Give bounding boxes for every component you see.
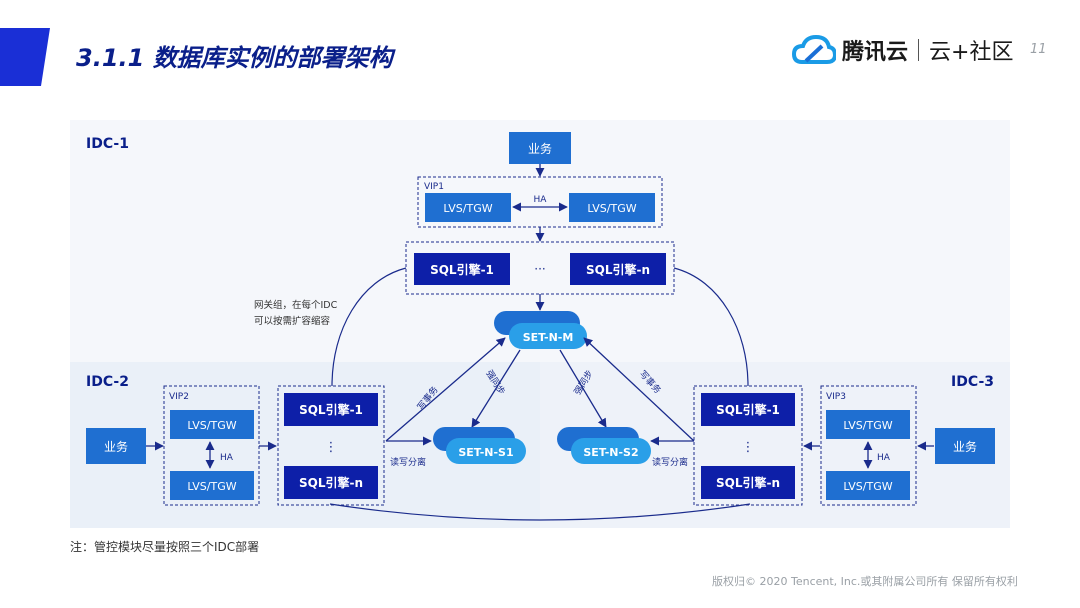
sql-box-top-1 xyxy=(414,253,510,285)
sql-label-right-1: SQL引擎-1 xyxy=(716,402,780,417)
arrow-master-to-s1 xyxy=(471,349,521,428)
arrow-right-write-txn xyxy=(583,337,695,442)
vip1-label: VIP1 xyxy=(424,182,444,192)
curve-top-to-left xyxy=(331,267,407,387)
gateway-note-line2: 可以按需扩容缩容 xyxy=(254,315,331,327)
lvs-label-right-top: LVS/TGW xyxy=(843,419,892,432)
business-box-left xyxy=(86,428,146,464)
set-master-label: SET-N-M xyxy=(523,331,574,344)
sql-box-left-n xyxy=(284,466,378,499)
lvs-box-left-bottom xyxy=(170,471,254,500)
set-s1-cloud xyxy=(446,438,526,464)
page-number: 11 xyxy=(1030,42,1047,57)
brand-sub: 云+社区 xyxy=(929,40,1014,65)
lvs-box-right-top xyxy=(826,410,910,439)
page-title: 3.1.1 数据库实例的部署架构 xyxy=(76,44,393,72)
lvs-label-left-top: LVS/TGW xyxy=(187,419,236,432)
sql-box-right-n xyxy=(701,466,795,499)
sql-label-left-1: SQL引擎-1 xyxy=(299,402,363,417)
vip2-label: VIP2 xyxy=(169,392,189,402)
sql-box-right-1 xyxy=(701,393,795,426)
idc2-label: IDC-2 xyxy=(86,374,129,390)
rw-split-label-left: 读写分离 xyxy=(390,456,426,468)
lvs-label-top-right: LVS/TGW xyxy=(587,202,636,215)
brand-logo: 腾讯云 云+社区 xyxy=(792,30,1013,70)
lvs-box-left-top xyxy=(170,410,254,439)
sql-ellipsis-right: ⋮ xyxy=(742,440,755,455)
sql-box-top-n xyxy=(570,253,666,285)
idc3-label: IDC-3 xyxy=(951,374,994,390)
arrow-left-write-txn xyxy=(385,337,506,442)
gateway-note-line1: 网关组，在每个IDC xyxy=(254,299,338,311)
copyright: 版权归© 2020 Tencent, Inc.或其附属公司所有 保留所有权利 xyxy=(712,575,1018,588)
ha-label-top: HA xyxy=(534,195,548,205)
title-accent-bar xyxy=(0,28,50,86)
business-box-right xyxy=(935,428,995,464)
rw-split-label-right: 读写分离 xyxy=(652,456,688,468)
vip3-label: VIP3 xyxy=(826,392,846,402)
footnote: 注：管控模块尽量按照三个IDC部署 xyxy=(70,540,260,554)
sql-group-right xyxy=(693,385,803,506)
arrow-master-to-s2 xyxy=(559,349,607,428)
lvs-box-top-left xyxy=(425,193,511,222)
ha-label-right: HA xyxy=(877,453,891,463)
lvs-label-left-bottom: LVS/TGW xyxy=(187,480,236,493)
curve-top-to-right xyxy=(673,267,749,387)
sql-box-left-1 xyxy=(284,393,378,426)
ha-label-left: HA xyxy=(220,453,234,463)
set-master-cloud xyxy=(509,323,587,349)
lvs-label-top-left: LVS/TGW xyxy=(443,202,492,215)
set-s1-label: SET-N-S1 xyxy=(458,446,513,459)
sql-label-top-n: SQL引擎-n xyxy=(586,262,650,277)
sql-label-top-1: SQL引擎-1 xyxy=(430,262,494,277)
business-label-top: 业务 xyxy=(528,141,552,156)
lvs-box-top-right xyxy=(569,193,655,222)
sql-ellipsis-left: ⋮ xyxy=(325,440,338,455)
lvs-label-right-bottom: LVS/TGW xyxy=(843,480,892,493)
business-label-left: 业务 xyxy=(104,439,128,454)
sql-label-right-n: SQL引擎-n xyxy=(716,475,780,490)
sql-ellipsis-top: ··· xyxy=(534,262,545,276)
brand-divider xyxy=(918,39,920,61)
business-box-top xyxy=(509,132,571,164)
brand-name: 腾讯云 xyxy=(842,40,909,65)
cloud-logo-icon xyxy=(792,34,836,64)
set-s2-cloud xyxy=(571,438,651,464)
idc1-label: IDC-1 xyxy=(86,136,129,152)
vip3-group xyxy=(820,385,917,506)
vip2-group xyxy=(163,385,260,506)
lvs-box-right-bottom xyxy=(826,471,910,500)
business-label-right: 业务 xyxy=(953,439,977,454)
sql-label-left-n: SQL引擎-n xyxy=(299,475,363,490)
set-s2-label: SET-N-S2 xyxy=(583,446,638,459)
sql-group-left xyxy=(277,385,385,506)
curve-bottom xyxy=(329,503,751,521)
